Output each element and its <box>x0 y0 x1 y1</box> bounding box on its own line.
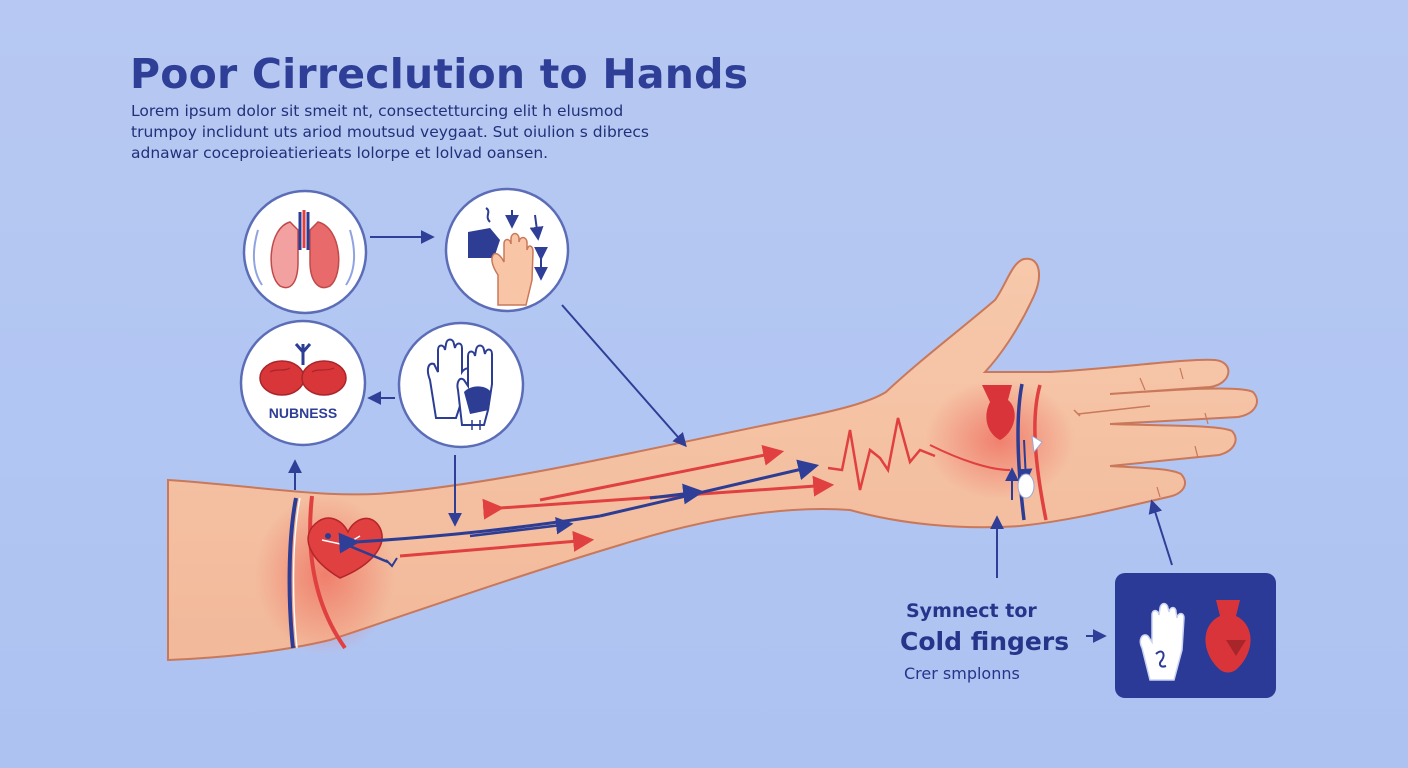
glove-icon <box>1139 602 1185 681</box>
vein <box>1016 383 1026 521</box>
arm-illustration <box>167 257 1258 662</box>
palm-organ-icon <box>982 385 1015 440</box>
connector-arrow <box>1148 499 1173 566</box>
symptom-title: Cold fingers <box>900 627 1070 656</box>
vein-flow <box>599 459 820 518</box>
organ-icon <box>1205 600 1251 673</box>
description-line: Lorem ipsum dolor sit smeit nt, consecte… <box>131 102 624 120</box>
description-line: adnawar coceproieatierieats lolorpe et l… <box>131 144 549 162</box>
gloved-hands-icon <box>426 338 493 430</box>
artery <box>308 495 347 650</box>
connector-arrow <box>561 304 687 448</box>
lungs-heart-icon <box>252 210 356 289</box>
circle-gloves <box>397 321 525 449</box>
hand-motion-icon <box>468 207 548 306</box>
vein <box>287 497 298 649</box>
circle-numbness: NUBNESS <box>239 319 367 447</box>
artery-flow <box>539 444 785 502</box>
numb-organ-icon <box>259 343 347 396</box>
artery-flow <box>399 530 595 558</box>
symptom-heading: Symnect tor <box>906 600 1037 622</box>
page-title: Poor Cirreclution to Hands <box>130 50 749 98</box>
pulse-line-icon <box>827 417 936 491</box>
circle-hand-motion <box>444 187 570 313</box>
symptom-subtitle: Crer smplonns <box>904 664 1020 683</box>
symptom-card <box>1115 573 1276 698</box>
description-line: trumpoy inclidunt uts ariod moutsud veyg… <box>131 123 649 141</box>
circle-lungs <box>242 189 368 315</box>
numbness-label: NUBNESS <box>269 405 337 421</box>
description: Lorem ipsum dolor sit smeit nt, consecte… <box>131 101 691 164</box>
